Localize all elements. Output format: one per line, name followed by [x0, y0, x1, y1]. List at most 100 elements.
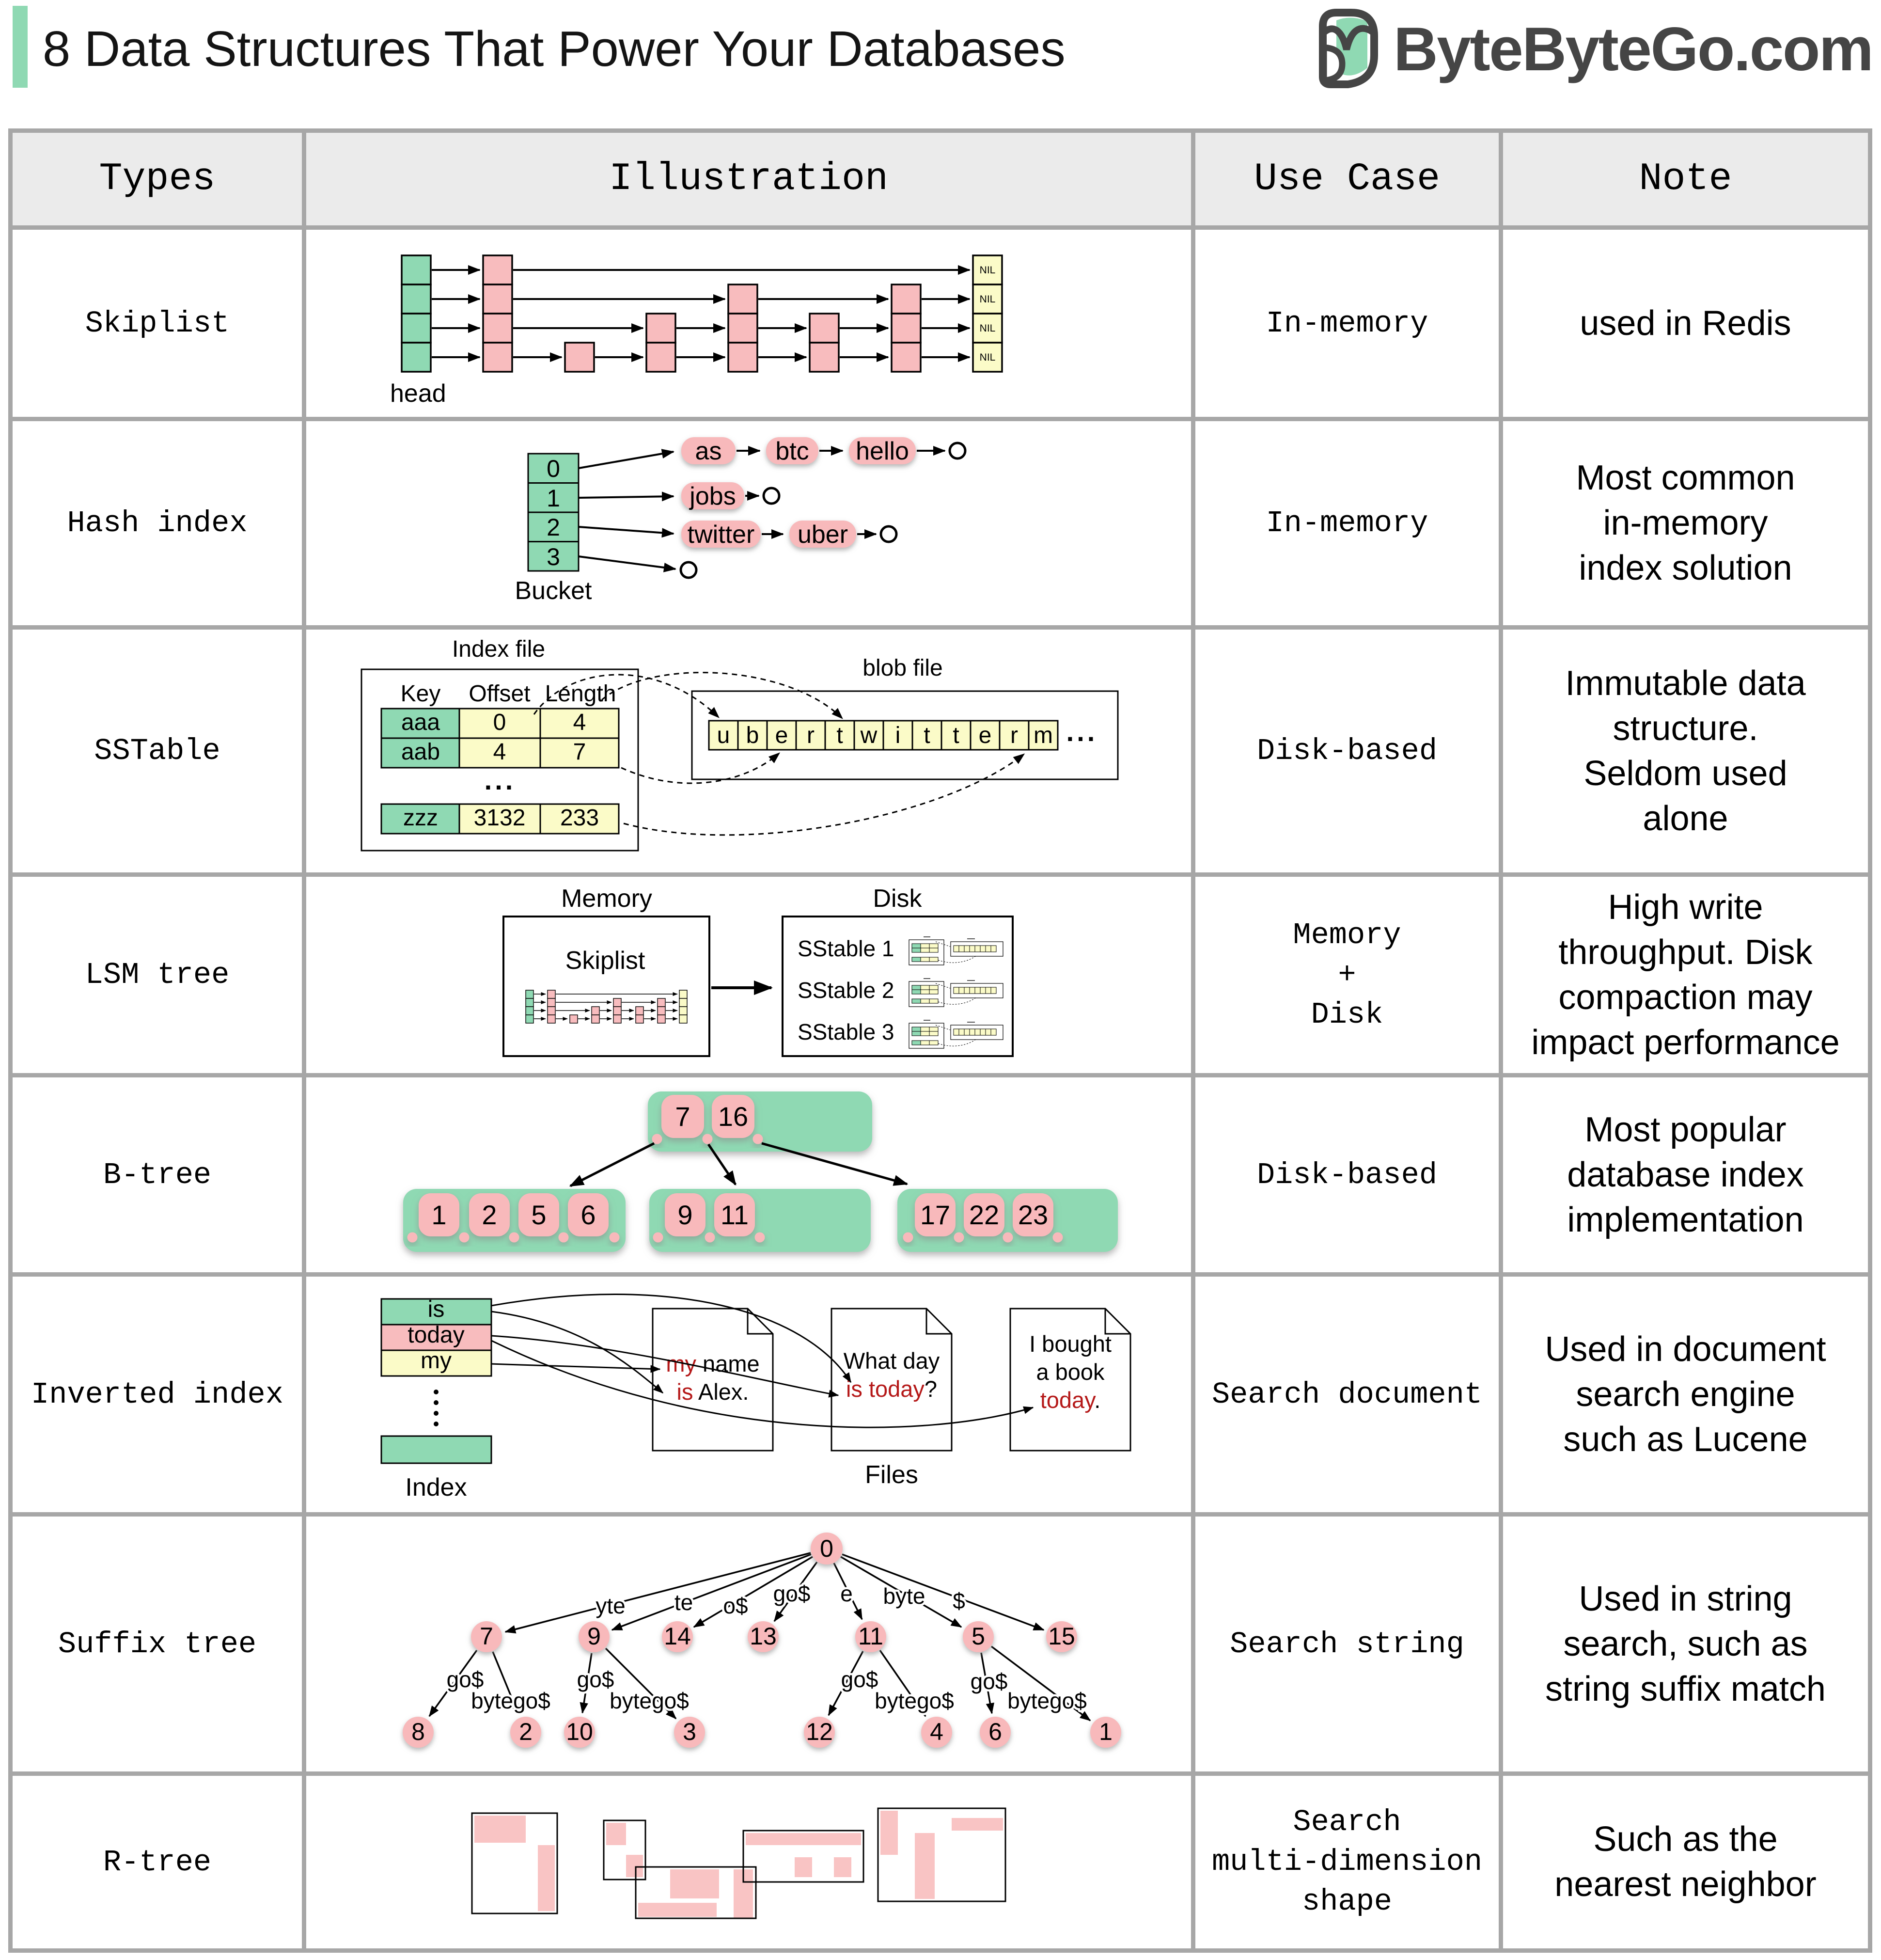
- svg-text:3: 3: [683, 1718, 696, 1745]
- svg-text:go$: go$: [447, 1667, 484, 1692]
- svg-text:is today?: is today?: [846, 1376, 937, 1402]
- svg-text:t: t: [836, 723, 843, 748]
- svg-text:3: 3: [547, 543, 560, 570]
- svg-text:Bucket: Bucket: [515, 577, 593, 605]
- svg-text:14: 14: [664, 1623, 691, 1650]
- svg-text:w: w: [860, 723, 878, 748]
- svg-text:8: 8: [411, 1718, 425, 1745]
- svg-text:0: 0: [493, 710, 506, 735]
- svg-text:2: 2: [547, 514, 560, 541]
- svg-text:...: ...: [485, 765, 516, 795]
- svg-text:my name: my name: [666, 1351, 759, 1376]
- svg-text:te: te: [674, 1590, 693, 1615]
- svg-text:4: 4: [573, 710, 586, 735]
- svg-text:4: 4: [493, 739, 506, 765]
- svg-text:6: 6: [988, 1718, 1002, 1745]
- svg-text:hello: hello: [856, 437, 909, 465]
- svg-text:NIL: NIL: [980, 294, 996, 305]
- svg-text:15: 15: [1048, 1623, 1075, 1650]
- svg-text:SStable 1: SStable 1: [798, 936, 894, 961]
- svg-text:is Alex.: is Alex.: [677, 1379, 749, 1405]
- svg-text:byte: byte: [883, 1583, 925, 1609]
- svg-text:5: 5: [972, 1623, 985, 1650]
- svg-text:Memory: Memory: [561, 885, 652, 913]
- svg-text:jobs: jobs: [689, 482, 736, 510]
- svg-text:bytego$: bytego$: [610, 1688, 689, 1713]
- svg-text:t: t: [953, 723, 959, 748]
- svg-text:7: 7: [480, 1623, 493, 1650]
- svg-text:2: 2: [482, 1200, 497, 1230]
- svg-text:btc: btc: [775, 437, 809, 465]
- svg-text:b: b: [746, 723, 759, 748]
- svg-text:23: 23: [1018, 1200, 1048, 1230]
- svg-text:Files: Files: [865, 1461, 918, 1489]
- svg-text:Index: Index: [405, 1473, 467, 1502]
- svg-text:22: 22: [969, 1200, 999, 1230]
- svg-text:bytego$: bytego$: [1007, 1688, 1087, 1713]
- svg-text:10: 10: [566, 1718, 593, 1745]
- svg-text:...: ...: [1066, 716, 1098, 747]
- svg-text:13: 13: [750, 1623, 777, 1650]
- svg-text:NIL: NIL: [980, 323, 996, 334]
- svg-text:1: 1: [1099, 1718, 1113, 1745]
- svg-text:Index file: Index file: [452, 636, 545, 662]
- svg-text:head: head: [390, 379, 446, 408]
- svg-text:t: t: [924, 723, 930, 748]
- svg-text:a book: a book: [1036, 1359, 1105, 1385]
- svg-text:go$: go$: [841, 1667, 878, 1692]
- svg-text:o$: o$: [723, 1593, 748, 1618]
- svg-text:e: e: [775, 723, 788, 748]
- svg-text:today: today: [408, 1322, 464, 1348]
- svg-text:5: 5: [531, 1200, 546, 1230]
- svg-text:4: 4: [930, 1718, 943, 1745]
- svg-text:What day: What day: [844, 1348, 940, 1374]
- svg-text:e: e: [979, 723, 992, 748]
- svg-text:Length: Length: [545, 681, 616, 707]
- svg-text:aaa: aaa: [401, 710, 440, 735]
- svg-text:twitter: twitter: [688, 521, 755, 549]
- svg-text:e: e: [840, 1581, 853, 1606]
- svg-text:blob file: blob file: [862, 655, 942, 681]
- svg-text:$: $: [953, 1588, 965, 1613]
- svg-text:11: 11: [721, 1200, 749, 1230]
- svg-text:bytego$: bytego$: [471, 1688, 550, 1713]
- svg-text:r: r: [1010, 723, 1018, 748]
- svg-text:1: 1: [547, 485, 560, 512]
- svg-text:zzz: zzz: [403, 805, 438, 831]
- svg-text:0: 0: [820, 1535, 833, 1562]
- svg-text:NIL: NIL: [980, 265, 996, 276]
- svg-text:my: my: [421, 1348, 452, 1374]
- svg-text:NIL: NIL: [980, 352, 996, 363]
- svg-text:bytego$: bytego$: [875, 1688, 954, 1713]
- svg-text:I bought: I bought: [1029, 1331, 1112, 1357]
- svg-text:Disk: Disk: [873, 885, 922, 913]
- svg-text:7: 7: [573, 739, 586, 765]
- svg-text:233: 233: [560, 805, 599, 831]
- svg-text:3132: 3132: [474, 805, 526, 831]
- svg-text:9: 9: [677, 1200, 692, 1230]
- svg-text:1: 1: [431, 1200, 446, 1230]
- svg-text:11: 11: [858, 1623, 883, 1650]
- svg-text:uber: uber: [798, 521, 848, 549]
- svg-text:Offset: Offset: [469, 681, 530, 707]
- svg-text:i: i: [895, 723, 901, 748]
- svg-text:today.: today.: [1040, 1387, 1101, 1413]
- svg-text:go$: go$: [773, 1581, 811, 1606]
- svg-text:as: as: [695, 437, 722, 465]
- svg-text:Key: Key: [401, 681, 441, 707]
- svg-text:SStable 3: SStable 3: [798, 1019, 894, 1044]
- svg-text:6: 6: [580, 1200, 596, 1230]
- svg-text:aab: aab: [401, 739, 440, 765]
- svg-text:Skiplist: Skiplist: [565, 947, 645, 975]
- svg-text:12: 12: [806, 1718, 833, 1745]
- svg-text:u: u: [717, 723, 730, 748]
- svg-text:go$: go$: [577, 1667, 614, 1692]
- svg-text:go$: go$: [971, 1669, 1008, 1694]
- svg-text:yte: yte: [596, 1593, 625, 1618]
- svg-text:9: 9: [587, 1623, 601, 1650]
- svg-text:7: 7: [675, 1101, 690, 1132]
- svg-text:16: 16: [718, 1101, 748, 1132]
- svg-text:SStable 2: SStable 2: [798, 978, 894, 1003]
- svg-text:is: is: [428, 1296, 445, 1322]
- svg-text:2: 2: [519, 1718, 533, 1745]
